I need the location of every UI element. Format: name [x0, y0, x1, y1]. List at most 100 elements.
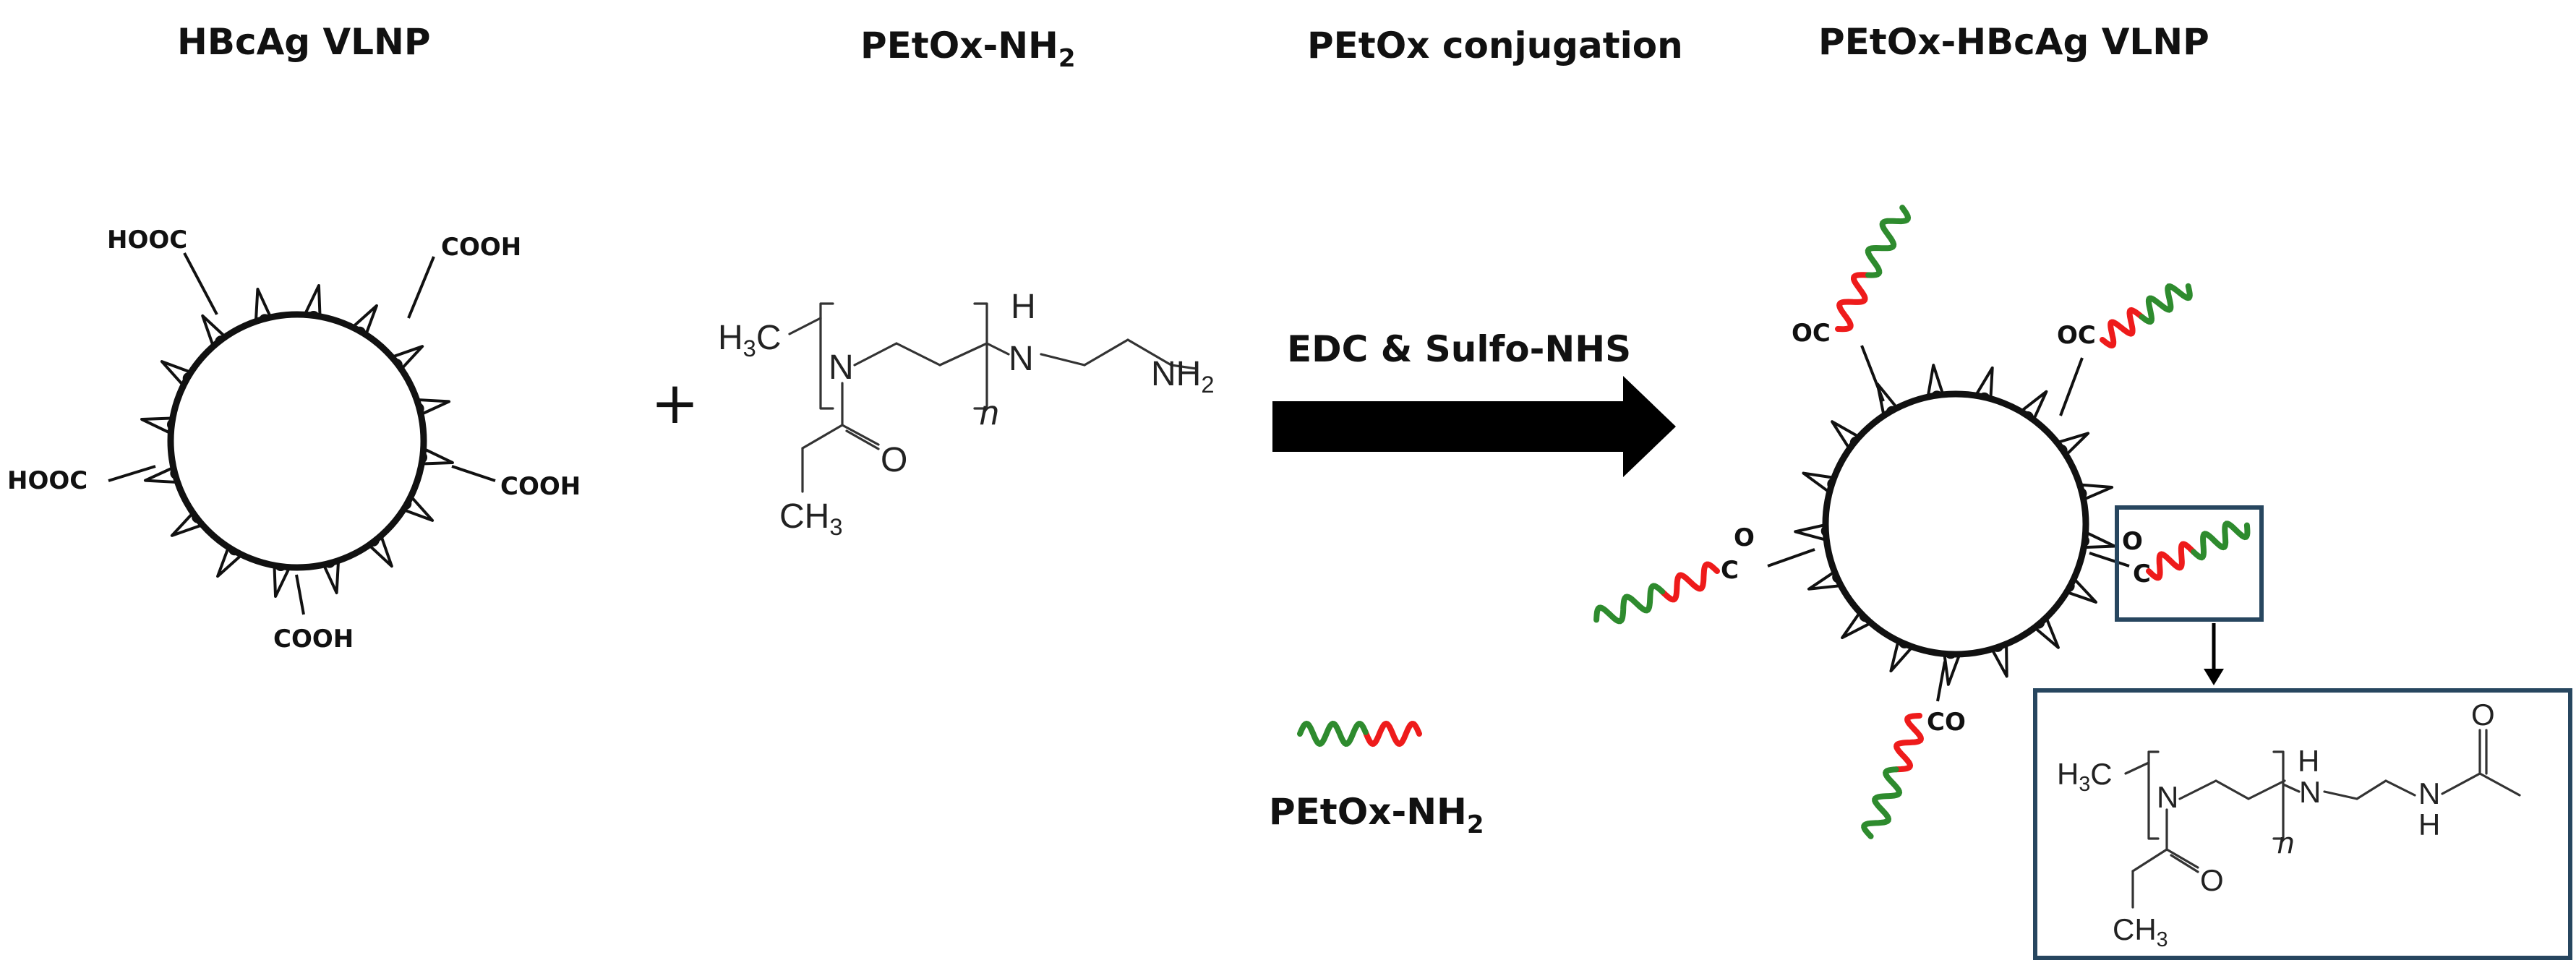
legend-label: PEtOx-NH2 — [1269, 791, 1484, 839]
reagents-label: EDC & Sulfo-NHS — [1287, 328, 1631, 370]
petox-chains — [1593, 205, 2251, 839]
inset-ch3-3: 3 — [2157, 928, 2168, 951]
zoom-box — [2115, 505, 2264, 622]
petox-nh2-main: NH — [1151, 355, 1201, 393]
arrow-shape — [1272, 376, 1676, 477]
carboxyl-stems — [108, 252, 496, 615]
inset-carbonyl-o: O — [2200, 863, 2224, 897]
petox-carbonyl-o: O — [881, 441, 907, 479]
legend-chain-icon — [1297, 720, 1422, 748]
capsid-spike — [1990, 642, 2008, 678]
petox-bonds — [788, 302, 1198, 493]
capsid-spike — [2082, 530, 2116, 549]
inset-h3c-c: C — [2090, 757, 2112, 791]
capsid-spike — [1926, 364, 1945, 399]
header-petox-conjugation: PEtOx conjugation — [1307, 25, 1683, 67]
capsid-spike — [1889, 639, 1914, 673]
legend-chain — [1297, 720, 1369, 748]
petox-ch3-3: 3 — [829, 513, 842, 540]
capsid-spike — [170, 510, 205, 537]
group-cooh-right: COOH — [500, 472, 581, 501]
product-group-co-bottom: CO — [1927, 708, 1966, 737]
capsid-spike — [322, 559, 341, 595]
petox-chain — [2139, 283, 2193, 325]
petox-h3c: H3C — [718, 319, 782, 361]
capsid-spike — [1841, 610, 1873, 640]
petox-chain — [1835, 272, 1872, 333]
inset-h-top: H — [2298, 744, 2319, 778]
petox-chain — [1893, 713, 1924, 773]
product-capsid-circle — [1822, 390, 2089, 658]
petox-nh2-structure: H3C N n H N NH2 O CH3 — [718, 288, 1214, 540]
group-cooh-top: COOH — [441, 233, 521, 262]
legend: PEtOx-NH2 — [1269, 720, 1484, 839]
group-hooc-top: HOOC — [107, 226, 187, 254]
capsid-spike — [390, 345, 424, 372]
petox-h3c-3: 3 — [743, 335, 756, 361]
stem-cooh-top — [407, 256, 435, 319]
stem-cooh-right — [451, 465, 496, 482]
capsid-spike — [140, 416, 174, 436]
petox-chain — [2191, 521, 2251, 561]
capsid-spike — [401, 494, 435, 522]
petox-ch3: CH3 — [779, 497, 842, 540]
capsid-spike — [350, 304, 378, 337]
product-group-o-right: O — [2122, 527, 2143, 556]
capsid-spike — [2065, 576, 2098, 604]
inset-structure: H3C N n H N N H O O CH3 — [2057, 698, 2521, 951]
header-petox-nh2-sub: 2 — [1058, 44, 1076, 73]
capsid-spike — [2055, 432, 2090, 458]
inset-n: N — [2157, 780, 2178, 814]
petox-chain — [2146, 541, 2197, 581]
capsid-spike — [254, 287, 273, 323]
inset-h3c: H3C — [2057, 757, 2113, 796]
inset-ch3: CH3 — [2113, 912, 2168, 951]
hbcag-vlnp-particle: HOOC COOH HOOC COOH COOH — [7, 226, 581, 654]
petox-nh2: NH2 — [1151, 355, 1214, 398]
stem-cooh-bottom — [295, 574, 305, 615]
header-hbcag-vlnp: HBcAg VLNP — [177, 21, 431, 63]
vlnp-capsid-circle — [167, 311, 427, 571]
capsid-spike — [1794, 523, 1828, 542]
petox-h3c-h: H — [718, 319, 743, 357]
product-group-oc-1: OC — [1792, 319, 1831, 348]
header-petox-nh2-main: PEtOx-NH — [860, 25, 1058, 67]
petox-ch3-main: CH — [779, 497, 829, 536]
petox-n-index: n — [980, 394, 999, 432]
inset-h-bottom: H — [2418, 808, 2440, 841]
capsid-spike — [143, 466, 179, 484]
product-group-oc-2: OC — [2057, 321, 2096, 350]
inset-n-mid: N — [2299, 775, 2321, 809]
capsid-spike — [1807, 570, 1843, 591]
inset-n-index: n — [2277, 826, 2294, 860]
petox-h3c-c: C — [756, 319, 782, 357]
capsid-spike — [2032, 615, 2060, 649]
capsid-spike — [302, 284, 322, 318]
capsid-spike — [420, 446, 454, 466]
capsid-spike — [367, 534, 393, 568]
petox-hbcag-particle: OC OC O C O C CO — [1593, 205, 2251, 839]
petox-chain — [1659, 561, 1720, 603]
petox-chain — [1593, 583, 1666, 625]
petox-chain — [2100, 307, 2145, 349]
capsid-spike — [415, 398, 451, 416]
capsid-spike — [160, 360, 193, 388]
petox-chain — [1861, 766, 1903, 839]
petox-chain — [1865, 205, 1912, 278]
stem-hooc-top — [183, 252, 218, 315]
group-cooh-bottom: COOH — [273, 625, 354, 654]
inset-n-amide: N — [2418, 776, 2440, 810]
capsid-spike — [1802, 471, 1836, 494]
legend-label-main: PEtOx-NH — [1269, 791, 1467, 833]
inset-h3c-h: H — [2057, 757, 2079, 791]
conjugate-structure-inset — [2033, 688, 2572, 960]
capsid-spike — [273, 564, 292, 598]
legend-label-sub: 2 — [1467, 810, 1484, 839]
product-group-c-left: C — [1721, 556, 1739, 585]
petox-n: N — [829, 348, 854, 387]
header-petox-nh2: PEtOx-NH2 — [860, 25, 1076, 73]
capsid-spike — [201, 314, 228, 348]
capsid-spike — [1974, 366, 1994, 401]
reaction-arrow: EDC & Sulfo-NHS — [1272, 328, 1676, 477]
